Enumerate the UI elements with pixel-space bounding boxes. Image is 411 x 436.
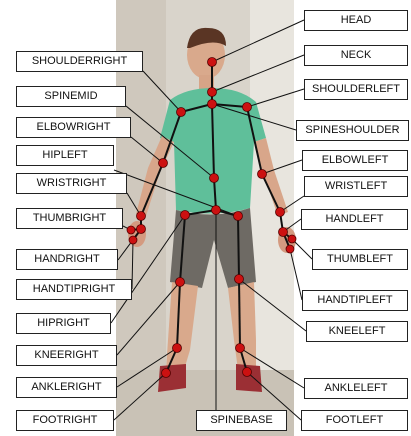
joint-kneeright [176, 278, 185, 287]
person-shoe-right [158, 364, 186, 392]
joint-handtipright [129, 236, 137, 244]
label-spinebase: SPINEBASE [196, 410, 287, 431]
joint-shoulderright [177, 108, 186, 117]
bone-kneeleft-ankleleft [239, 279, 240, 348]
label-spinemid: SPINEMID [16, 86, 126, 107]
joint-handright [137, 225, 146, 234]
label-shoulderleft: SHOULDERLEFT [304, 79, 408, 100]
joint-neck [208, 88, 217, 97]
joint-footright [162, 369, 171, 378]
label-spineshoulder: SPINESHOULDER [296, 120, 409, 141]
label-ankleright: ANKLERIGHT [16, 377, 117, 398]
joint-hipleft [234, 212, 243, 221]
label-handright: HANDRIGHT [16, 249, 118, 270]
joint-handtipleft [286, 245, 294, 253]
joint-spinebase [212, 206, 221, 215]
joint-head [208, 58, 217, 67]
joint-elbowleft [258, 170, 267, 179]
label-ankleleft: ANKLELEFT [304, 378, 408, 399]
joint-thumbright [127, 226, 135, 234]
joint-ankleright [173, 344, 182, 353]
label-wristleft: WRISTLEFT [304, 176, 408, 197]
label-hipright: HIPRIGHT [16, 313, 111, 334]
joint-elbowright [159, 159, 168, 168]
label-shoulderright: SHOULDERRIGHT [16, 51, 143, 72]
label-footleft: FOOTLEFT [301, 410, 408, 431]
label-hipleft: HIPLEFT [16, 145, 114, 166]
joint-wristleft [276, 208, 285, 217]
label-wristright: WRISTRIGHT [16, 173, 127, 194]
label-handtipright: HANDTIPRIGHT [16, 279, 132, 300]
joint-ankleleft [236, 344, 245, 353]
label-elbowleft: ELBOWLEFT [302, 150, 408, 171]
label-thumbleft: THUMBLEFT [312, 249, 408, 270]
label-head: HEAD [304, 10, 408, 31]
label-kneeleft: KNEELEFT [306, 321, 408, 342]
label-footright: FOOTRIGHT [16, 410, 114, 431]
joint-handleft [279, 228, 288, 237]
label-handtipleft: HANDTIPLEFT [302, 290, 408, 311]
joint-spineshoulder [208, 100, 217, 109]
joint-thumbleft [288, 235, 296, 243]
joint-spinemid [210, 174, 219, 183]
label-handleft: HANDLEFT [301, 209, 408, 230]
joint-hipright [181, 211, 190, 220]
joint-footleft [243, 368, 252, 377]
joint-kneeleft [235, 275, 244, 284]
label-thumbright: THUMBRIGHT [16, 208, 123, 229]
bone-hipleft-kneeleft [238, 216, 239, 279]
label-kneeright: KNEERIGHT [16, 345, 117, 366]
joint-shoulderleft [243, 103, 252, 112]
joint-wristright [137, 212, 146, 221]
label-neck: NECK [304, 45, 408, 66]
label-elbowright: ELBOWRIGHT [16, 117, 131, 138]
